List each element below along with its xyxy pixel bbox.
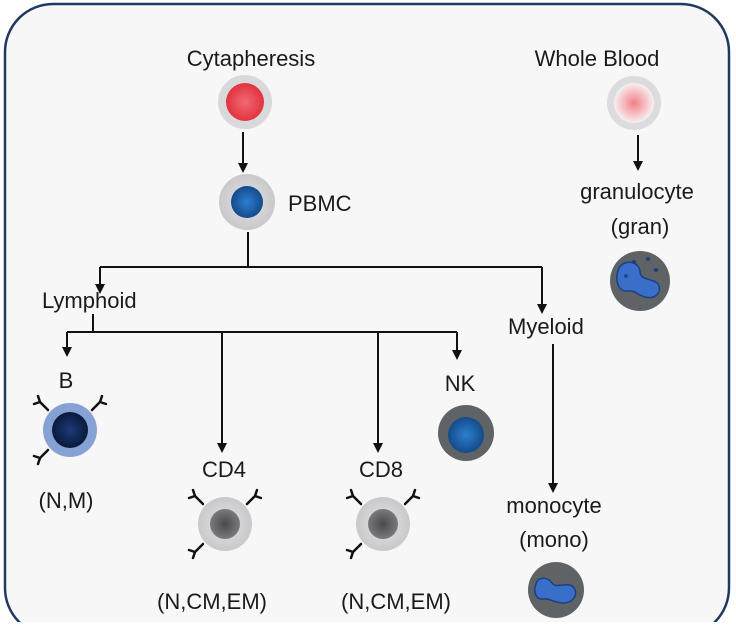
- cd4-label: CD4: [202, 457, 246, 482]
- granulocyte-abbrev: (gran): [611, 214, 670, 239]
- monocyte-label: monocyte: [506, 493, 601, 518]
- cd8-subsets: (N,CM,EM): [341, 589, 451, 614]
- cytapheresis-label: Cytapheresis: [187, 46, 315, 71]
- cd8-label: CD8: [359, 457, 403, 482]
- lymphoid-label: Lymphoid: [42, 288, 137, 313]
- connectors: [62, 132, 643, 493]
- granulocyte-icon: [610, 251, 670, 311]
- monocyte-icon: [528, 562, 584, 618]
- cd4-subsets: (N,CM,EM): [157, 589, 267, 614]
- nk-label: NK: [445, 371, 476, 396]
- pbmc-label: PBMC: [288, 191, 352, 216]
- b-cell-icon: [32, 394, 108, 466]
- diagram-frame: [3, 2, 731, 627]
- granulocyte-label: granulocyte: [580, 179, 694, 204]
- whole-blood-icon: [607, 76, 661, 130]
- pbmc-icon: [219, 174, 275, 230]
- b-cell-subsets: (N,M): [39, 488, 94, 513]
- cd4-cell-icon: [187, 488, 263, 560]
- whole-blood-label: Whole Blood: [535, 46, 660, 71]
- cytapheresis-icon: [218, 75, 272, 129]
- monocyte-abbrev: (mono): [519, 527, 589, 552]
- b-cell-label: B: [59, 368, 74, 393]
- cd8-cell-icon: [345, 488, 421, 560]
- nk-cell-icon: [438, 405, 494, 461]
- myeloid-label: Myeloid: [508, 314, 584, 339]
